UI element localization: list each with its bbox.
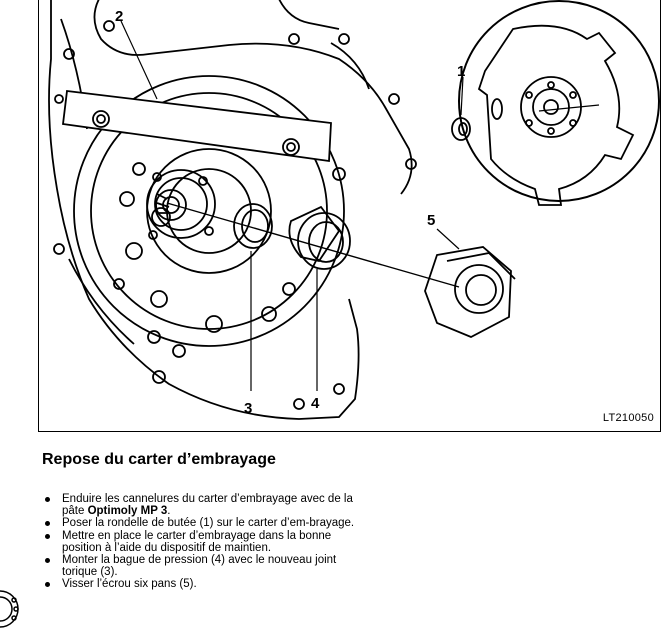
callout-4: 4: [311, 395, 320, 412]
instruction-list: Enduire les cannelures du carter d’embra…: [42, 493, 362, 591]
callout-2: 2: [115, 8, 124, 25]
list-item: Mettre en place le carter d’embrayage da…: [42, 530, 362, 554]
list-item: Monter la bague de pression (4) avec le …: [42, 554, 362, 578]
list-item: Enduire les cannelures du carter d’embra…: [42, 493, 362, 517]
list-item: Visser l’écrou six pans (5).: [42, 578, 362, 590]
list-item: Poser la rondelle de butée (1) sur le ca…: [42, 517, 362, 529]
gearbox-drawing: [48, 0, 660, 420]
callout-3: 3: [244, 400, 253, 417]
callout-5: 5: [427, 212, 436, 229]
bearing-icon: [0, 590, 19, 628]
figure-code: LT210050: [602, 412, 654, 424]
technical-illustration: 2 1 5 3 4 LT210050: [38, 0, 661, 432]
section-title: Repose du carter d’embrayage: [42, 451, 276, 468]
callout-1: 1: [457, 63, 466, 80]
